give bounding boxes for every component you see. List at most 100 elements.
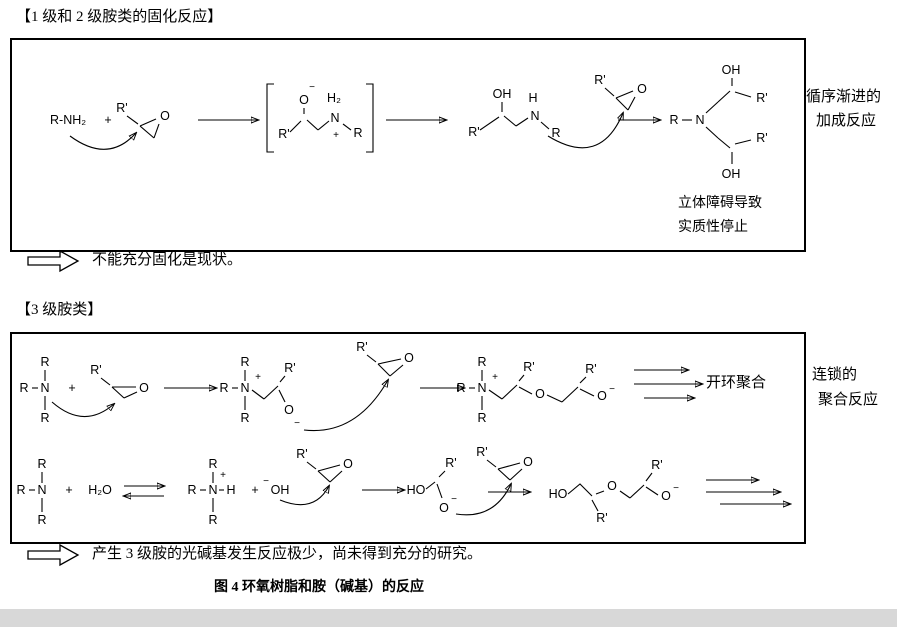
amine-label: R-NH₂ (50, 113, 86, 127)
primary-secondary-amine-box: R-NH₂ + R' O R' O − (10, 38, 806, 252)
n-atom-label: N (37, 483, 46, 497)
plus-sign: + (68, 381, 75, 395)
dialkoxide-chain: HO R' O R' O − (549, 458, 679, 525)
box1-side-label-line1: 循序渐进的 (806, 89, 882, 105)
curved-attack-arrow (303, 380, 388, 432)
bond (389, 364, 404, 377)
bond (518, 386, 533, 395)
epoxide-ring-6: R' O (476, 445, 533, 481)
r-group-label: R (19, 381, 28, 395)
note1-text: 不能充分固化是现状。 (92, 252, 243, 268)
r-prime-label: R' (445, 456, 456, 470)
bond (615, 90, 634, 99)
r-group-label: R (208, 457, 217, 471)
curved-attack-arrow (547, 113, 623, 149)
bond (579, 376, 587, 384)
bond (436, 483, 443, 499)
plus-sign: + (104, 113, 111, 127)
n-atom-label: N (208, 483, 217, 497)
r-group-label: R (208, 513, 217, 527)
n-atom-label: N (40, 381, 49, 395)
o-atom-label: O (404, 351, 414, 365)
r-prime-label: R' (523, 360, 534, 374)
r-group-label: R (187, 483, 196, 497)
o-atom-label: O (139, 381, 149, 395)
bond (366, 354, 377, 363)
minus-charge: − (294, 418, 300, 429)
bond (518, 374, 525, 382)
bond (317, 470, 331, 483)
ring-opening-label: 开环聚合 (706, 375, 767, 391)
o-atom-label: O (284, 403, 294, 417)
primary-amine: R-NH₂ (50, 113, 86, 127)
right-bracket (366, 83, 374, 153)
r-prime-label: R' (594, 73, 605, 87)
bond (579, 388, 595, 397)
bond (619, 490, 631, 499)
bond (629, 484, 645, 499)
bond (509, 468, 523, 481)
minus-charge: − (451, 494, 457, 505)
epoxide-ring-2: R' O (594, 73, 647, 111)
minus-charge: − (263, 476, 269, 487)
r-group-label: R (240, 411, 249, 425)
amino-alcohol: OH R' N H R (468, 87, 560, 140)
bond (705, 126, 719, 139)
bond (501, 384, 518, 400)
r-prime-label: R' (116, 101, 127, 115)
water-label: H₂O (88, 483, 112, 497)
r-prime-label: R' (356, 340, 367, 354)
bond (645, 472, 653, 482)
r-group-label: R (353, 126, 362, 140)
bond (123, 391, 138, 399)
bond (317, 120, 330, 131)
r-prime-label: R' (585, 362, 596, 376)
tertiary-amine-1: N R R R (19, 355, 49, 425)
ammonium-alkoxide-1: N R R R + R' O − (219, 355, 300, 429)
bond (627, 96, 636, 111)
alkoxide-1: HO O − R' (407, 456, 457, 515)
bond (488, 389, 503, 400)
r-prime-label: R' (651, 458, 662, 472)
hollow-arrow-icon (27, 543, 80, 567)
equilibrium-arrows (124, 486, 164, 496)
bond (546, 394, 563, 403)
r-prime-label: R' (90, 363, 101, 377)
note2-text: 产生 3 级胺的光碱基发生反应极少，尚未得到充分的研究。 (92, 546, 483, 562)
bond (705, 101, 719, 114)
bond (497, 468, 511, 481)
bond (503, 115, 517, 127)
hollow-arrow-shape (27, 543, 80, 567)
hollow-arrow-shape (27, 249, 80, 273)
r-prime-label: R' (296, 447, 307, 461)
bond (734, 139, 752, 145)
bond (591, 499, 599, 512)
bottom-gray-bar (0, 609, 897, 627)
curved-attack-arrow (455, 484, 511, 516)
r-group-label: R (477, 355, 486, 369)
bond (278, 389, 286, 403)
o-atom-label: O (535, 387, 545, 401)
bond (561, 386, 579, 403)
n-atom-label: N (477, 381, 486, 395)
box2-side-label-line2: 聚合反应 (818, 392, 879, 408)
epoxide-ring-3: R' O (90, 363, 149, 399)
curved-attack-arrow (279, 486, 329, 506)
bond (515, 117, 529, 127)
minus-charge: − (309, 82, 315, 93)
bond (497, 462, 521, 470)
r-prime-label: R' (468, 125, 479, 139)
o-atom-label: O (607, 479, 617, 493)
oh-label: OH (493, 87, 512, 101)
epoxide-ring-5: R' O (296, 447, 353, 483)
bond (734, 91, 752, 98)
tertiary-amine-scheme: N R R R + R' O N R (16, 340, 800, 527)
bond (377, 358, 402, 365)
r-group-label: R (240, 355, 249, 369)
minus-charge: − (673, 483, 679, 494)
ammonium-ion: N R R R H + (187, 457, 235, 527)
hollow-arrow-icon (27, 249, 80, 273)
bond (717, 90, 731, 103)
bond (615, 97, 629, 111)
